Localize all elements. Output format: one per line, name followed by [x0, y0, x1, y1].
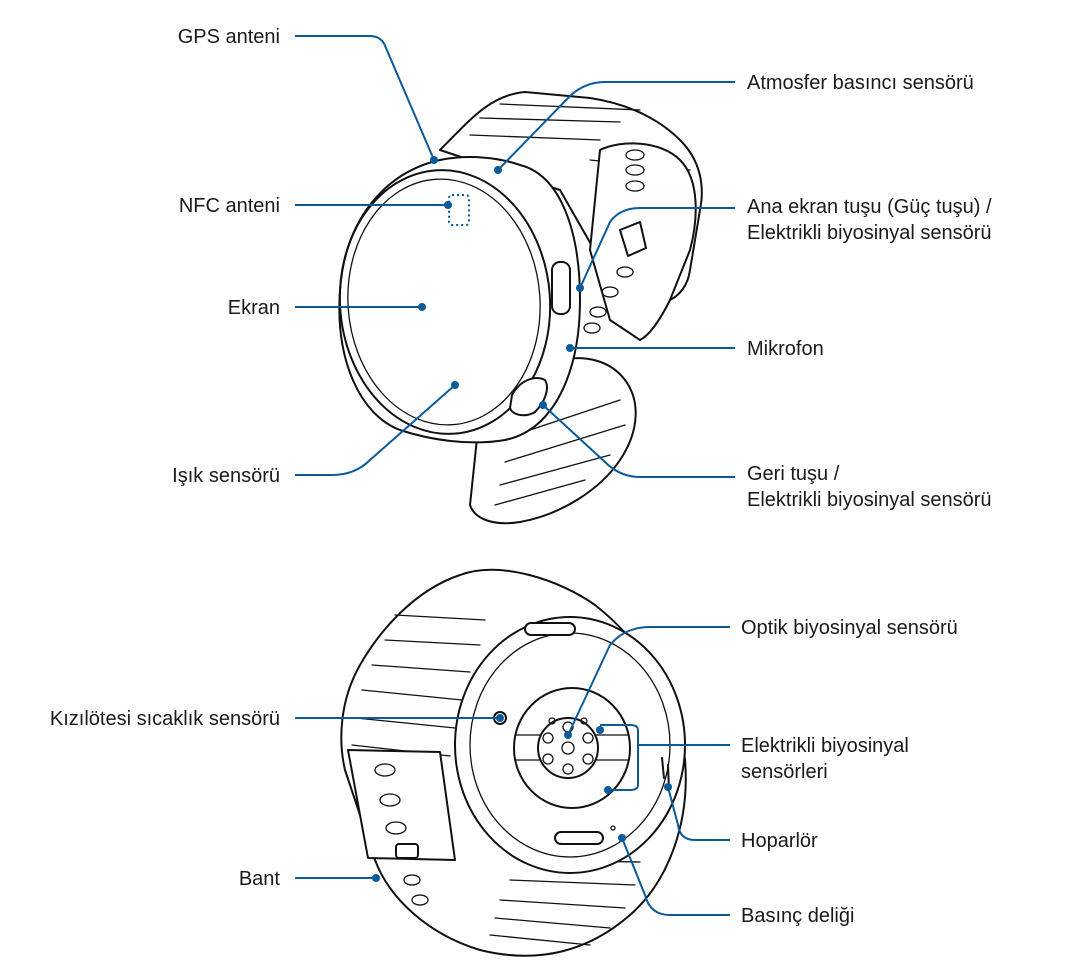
nfc-antenna-marker: [448, 194, 470, 226]
label-optical-sensor: Optik biyosinyal sensörü: [741, 617, 958, 639]
electrical-sensors-leader-top: [600, 724, 730, 746]
optical-sensor-array: [537, 717, 599, 779]
label-electrical-sensors-line1: Elektrikli biyosinyal: [741, 735, 909, 757]
label-band: Bant: [239, 868, 281, 890]
label-pressure-hole: Basınç deliği: [741, 905, 854, 927]
speaker-leader: [667, 786, 730, 841]
label-microphone: Mikrofon: [747, 338, 824, 360]
front-watch-bezel: [338, 169, 552, 435]
front-watch-back-key: [509, 377, 548, 417]
barometer-leader: [497, 81, 735, 171]
light-sensor-leader: [295, 384, 456, 476]
front-watch-buckle: [619, 221, 647, 257]
optical-leader: [567, 626, 730, 736]
pressure-hole-leader: [621, 837, 730, 916]
rear-watch-illustration: [340, 568, 687, 957]
label-speaker: Hoparlör: [741, 830, 818, 852]
label-home-key-line1: Ana ekran tuşu (Güç tuşu) /: [747, 196, 992, 218]
front-watch-screen: [347, 178, 541, 426]
gps-leader: [295, 35, 435, 161]
label-infrared-sensor: Kızılötesi sıcaklık sensörü: [50, 708, 280, 730]
label-home-key-line2: Elektrikli biyosinyal sensörü: [747, 222, 992, 244]
label-back-key-line1: Geri tuşu /: [747, 463, 840, 485]
rear-watch-top-slot: [524, 622, 576, 636]
home-key-leader: [579, 207, 735, 289]
electrical-sensors-leader-bottom: [608, 745, 639, 791]
label-nfc-antenna: NFC anteni: [179, 195, 280, 217]
front-watch-case: [338, 156, 581, 444]
label-light-sensor: Işık sensörü: [172, 465, 280, 487]
rear-watch-band-clasp: [347, 749, 456, 861]
labels: GPS anteni NFC anteni Ekran Işık sensörü…: [50, 26, 992, 927]
label-barometer: Atmosfer basıncı sensörü: [747, 72, 974, 94]
label-electrical-sensors-line2: sensörleri: [741, 761, 828, 783]
label-gps-antenna: GPS anteni: [178, 26, 280, 48]
label-screen: Ekran: [228, 297, 280, 319]
front-watch-home-key: [551, 261, 571, 315]
leader-lines: [295, 35, 735, 916]
rear-watch-bottom-slot: [554, 831, 604, 845]
back-key-leader: [542, 404, 735, 478]
label-back-key-line2: Elektrikli biyosinyal sensörü: [747, 489, 992, 511]
